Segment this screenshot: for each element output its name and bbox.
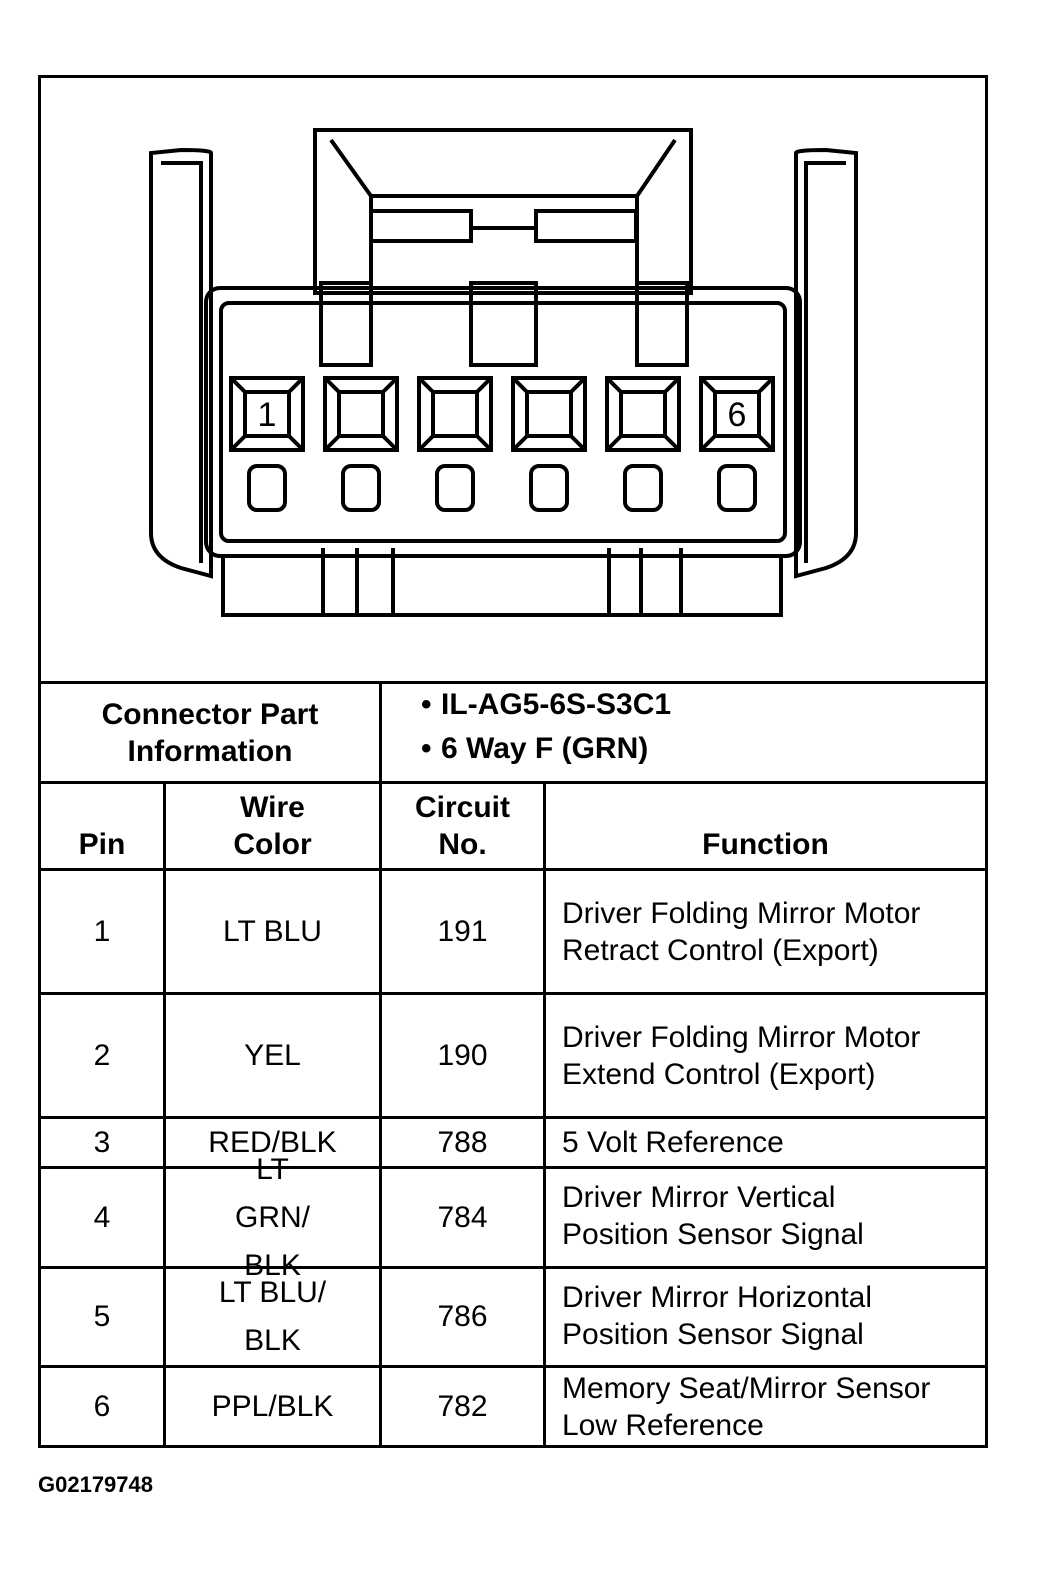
table-rule: [41, 992, 985, 995]
connector-frame: 16 Connector Part Information IL-AG5-6S-…: [38, 75, 988, 1448]
left-latch-inner: [161, 161, 203, 563]
wire-color-cell: PPL/BLK: [211, 1389, 334, 1423]
table-rule: [41, 1166, 985, 1169]
pin-cavity: [323, 376, 399, 452]
pin-cavity-bevel: [287, 376, 305, 394]
pin-cavity-bevel: [511, 376, 529, 394]
part-info-list: IL-AG5-6S-S3C1 6 Way F (GRN): [381, 683, 981, 783]
pin-lock-window: [623, 464, 663, 512]
left-latch: [149, 147, 213, 579]
table-col-rule: [379, 681, 382, 1448]
pin-cavity: [605, 376, 681, 452]
pin-cavity-bevel: [605, 434, 623, 452]
header-pin: Pin: [78, 828, 126, 861]
pin-cavity: [417, 376, 493, 452]
pin-cell: 2: [93, 1038, 111, 1072]
pin-cavity-bevel: [287, 434, 305, 452]
function-cell: Driver Mirror Horizontal Position Sensor…: [562, 1281, 873, 1351]
pin-cell: 5: [93, 1300, 111, 1333]
pin-cavity: [229, 376, 305, 452]
pin-lock-window: [247, 464, 287, 512]
pin-cavity: [699, 376, 775, 452]
table-col-rule: [543, 781, 546, 1448]
function-cell: Memory Seat/Mirror Sensor Low Reference: [562, 1371, 931, 1442]
pin-cavity-bevel: [663, 376, 681, 394]
pin-cavity-bevel: [417, 434, 435, 452]
header-function: Function: [702, 828, 829, 861]
pin-cavity-bevel: [569, 434, 587, 452]
pin-cell: 1: [93, 914, 111, 948]
pin-cavity-bevel: [381, 434, 399, 452]
part-number: IL-AG5-6S-S3C1: [381, 683, 981, 727]
part-info-label: Connector Part Information: [101, 697, 319, 768]
pin-lock-window: [435, 464, 475, 512]
pin-lock-window: [529, 464, 569, 512]
function-cell: Driver Mirror Vertical Position Sensor S…: [562, 1181, 864, 1251]
function-cell: 5 Volt Reference: [562, 1125, 784, 1159]
pin-cavity-bevel: [757, 376, 775, 394]
pin-cavity-bevel: [569, 376, 587, 394]
header-wire-color: Wire Color: [233, 791, 312, 861]
pin-cavity-inner: [431, 390, 479, 438]
part-description: 6 Way F (GRN): [381, 727, 981, 771]
pin-cavity: [511, 376, 587, 452]
wire-color-cell: LT BLU/ BLK: [218, 1276, 327, 1357]
right-latch-inner: [804, 161, 846, 563]
pin-cavity-inner: [713, 390, 761, 438]
table-rule: [41, 1266, 985, 1269]
wire-color-cell: LT GRN/ BLK: [235, 1152, 310, 1282]
figure-id: G02179748: [38, 1472, 153, 1497]
pin-cavity-inner: [337, 390, 385, 438]
pin-number-label: 1: [258, 396, 277, 434]
circuit-cell: 782: [437, 1389, 488, 1423]
pin-cavity-bevel: [229, 376, 247, 394]
pin-cavity-bevel: [699, 434, 717, 452]
pin-cavity-bevel: [417, 376, 435, 394]
table-rule: [41, 781, 985, 784]
top-lock-inner: [329, 138, 677, 198]
pin-cavity-bevel: [511, 434, 529, 452]
table-rule: [41, 1365, 985, 1368]
circuit-cell: 786: [437, 1300, 488, 1333]
pin-number-label: 6: [728, 396, 747, 434]
pin-cavity-bevel: [229, 434, 247, 452]
table-rule: [41, 1116, 985, 1119]
circuit-cell: 784: [437, 1200, 488, 1234]
pin-cell: 6: [93, 1389, 111, 1423]
function-cell: Driver Folding Mirror Motor Extend Contr…: [562, 1020, 921, 1091]
pin-cavity-bevel: [663, 434, 681, 452]
wire-color-cell: YEL: [244, 1038, 301, 1072]
circuit-cell: 191: [437, 914, 488, 948]
header-circuit: Circuit No.: [414, 791, 510, 861]
pin-cavity-bevel: [475, 376, 493, 394]
pin-cavity-bevel: [381, 376, 399, 394]
right-latch: [794, 147, 858, 579]
pin-lock-window: [717, 464, 757, 512]
pin-cavity-bevel: [605, 376, 623, 394]
connector-body: [204, 286, 802, 558]
pin-cavity-inner: [525, 390, 573, 438]
wire-color-cell: LT BLU: [223, 914, 322, 948]
table-col-rule: [163, 781, 166, 1448]
pin-cavity-bevel: [699, 376, 717, 394]
pin-cavity-bevel: [323, 434, 341, 452]
circuit-cell: 788: [437, 1125, 488, 1159]
pin-cavity-bevel: [323, 376, 341, 394]
pin-cavity-inner: [243, 390, 291, 438]
pin-cell: 4: [93, 1200, 111, 1234]
circuit-cell: 190: [437, 1038, 488, 1072]
wire-color-cell: RED/BLK: [208, 1125, 337, 1159]
pin-cavity-bevel: [757, 434, 775, 452]
table-rule: [41, 868, 985, 871]
pin-cavity-bevel: [475, 434, 493, 452]
top-lock: [313, 128, 693, 295]
pin-cell: 3: [93, 1125, 111, 1159]
pin-cavity-inner: [619, 390, 667, 438]
pin-lock-window: [341, 464, 381, 512]
function-cell: Driver Folding Mirror Motor Retract Cont…: [562, 896, 921, 967]
